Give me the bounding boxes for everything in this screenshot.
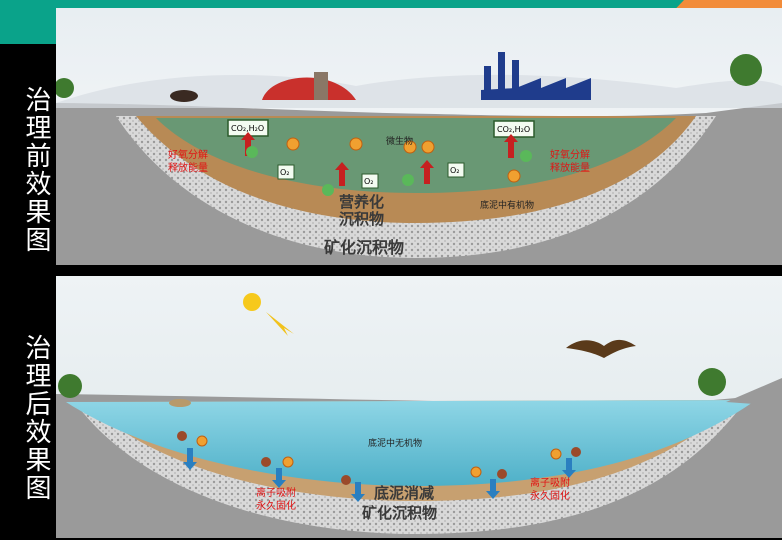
- right-ion-label-1: 离子吸附: [530, 478, 570, 489]
- sediment-label-1: 底泥消减: [374, 484, 435, 502]
- microbe-label: 微生物: [386, 137, 414, 147]
- nutrient-label-1: 营养化: [339, 193, 385, 211]
- right-ion-label-2: 永久固化: [530, 491, 570, 502]
- co2-box-right: [493, 120, 535, 138]
- right-release-label: 释放能量: [550, 163, 590, 174]
- after-scene: [56, 276, 782, 538]
- cattle-icon: [170, 90, 198, 102]
- o2-label: O₂: [450, 166, 460, 175]
- before-label: 治理前效果图: [21, 86, 51, 254]
- nutrient-label-2: 沉积物: [339, 210, 385, 228]
- inorganic-label: 底泥中无机物: [368, 439, 423, 449]
- before-scene: [56, 8, 782, 265]
- after-label: 治理后效果图: [21, 334, 51, 502]
- co2-label-right: CO₂,H₂O: [497, 125, 531, 134]
- tree-icon: [56, 78, 74, 98]
- left-release-label: 释放能量: [168, 163, 208, 174]
- sun-icon: [243, 293, 294, 336]
- tree-icon: [58, 374, 82, 398]
- o2-box: [277, 162, 465, 189]
- o2-label: O₂: [280, 168, 290, 177]
- microbe-icon: [196, 435, 562, 478]
- sediment-label-2: 矿化沉积物: [362, 504, 438, 522]
- red-arrow-icon: [241, 132, 518, 186]
- o2-label: O₂: [364, 177, 374, 186]
- silo: [314, 72, 328, 100]
- organic-label: 底泥中有机物: [480, 201, 535, 211]
- mineral-label: 矿化沉积物: [324, 238, 405, 257]
- bacteria-icon: [246, 146, 532, 196]
- left-ion-label-2: 永久固化: [256, 501, 296, 512]
- right-decomp-label: 好氧分解: [550, 150, 590, 161]
- co2-label-left: CO₂,H₂O: [231, 124, 265, 133]
- eagle-icon: [566, 339, 636, 358]
- duck-icon: [169, 399, 191, 407]
- tree-icon: [698, 368, 726, 396]
- before-panel: CO₂,H₂O CO₂,H₂O 好氧分解 释放能量 好氧分解 释放能量 微生物 …: [56, 8, 782, 265]
- left-ion-label-1: 离子吸附: [256, 488, 296, 499]
- barn-roof: [262, 77, 356, 100]
- left-decomp-label: 好氧分解: [168, 150, 208, 161]
- after-panel: 底泥中无机物 离子吸附 永久固化 离子吸附 永久固化 底泥消减 矿化沉积物: [56, 276, 782, 538]
- ion-cluster-icon: [177, 431, 581, 485]
- microbe-icon: [286, 137, 521, 183]
- tree-icon: [730, 54, 762, 86]
- factory-icon: [481, 52, 591, 100]
- blue-arrow-icon: [183, 448, 576, 502]
